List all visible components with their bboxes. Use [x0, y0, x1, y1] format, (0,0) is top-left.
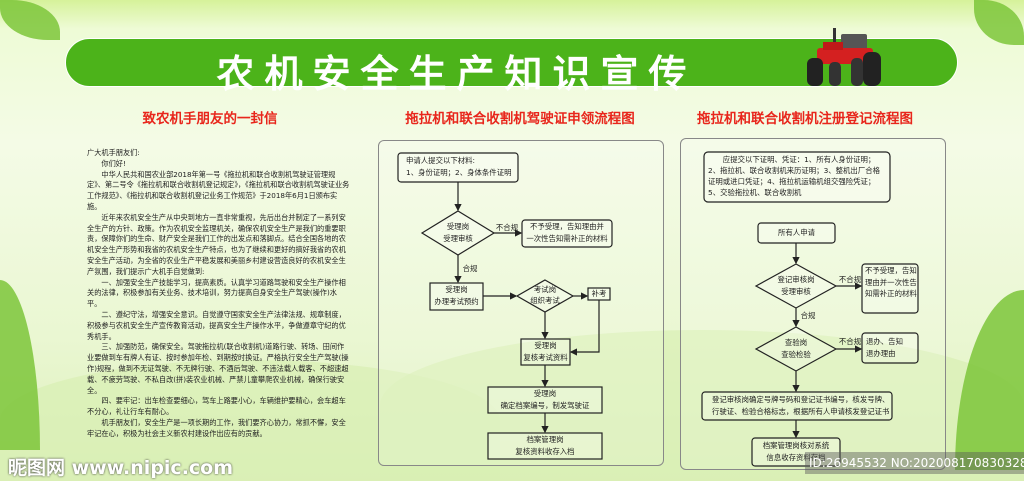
- license-submit-box: 申请人提交以下材料: 1、身份证明；2、身体条件证明: [406, 155, 516, 179]
- flow-text: 受理岗: [445, 285, 468, 294]
- register-submit-box: 应提交以下证明、凭证：1、所有人身份证明；2、拖拉机、联合收割机来历证明；3、整…: [708, 155, 881, 197]
- flow-text: 信息收存资料存档: [766, 453, 826, 462]
- flow-text: 组织考试: [530, 296, 560, 305]
- flow-text: 档案管理岗: [526, 435, 564, 444]
- register-apply-box: 所有人申请: [778, 228, 815, 237]
- letter-paragraph: 一、加强安全生产技能学习，提高素质。认真学习道路驾驶和安全生产操作相关的法律，积…: [87, 277, 346, 309]
- flow-text: 复核资料收存入档: [515, 447, 575, 456]
- license-archive-box: 档案管理岗 复核资料收存入档: [488, 434, 602, 458]
- license-flow-heading: 拖拉机和联合收割机驾驶证申领流程图: [405, 111, 635, 127]
- retake-box: 补考: [591, 289, 607, 298]
- flow-text: 退办理由: [866, 349, 896, 358]
- letter-heading: 致农机手朋友的一封信: [142, 111, 278, 127]
- license-recheck-box: 受理岗 复核考试资料: [521, 340, 570, 364]
- register-archive-box: 档案管理岗核对系统 信息收存资料存档: [752, 440, 840, 464]
- flow-text: 档案管理岗核对系统: [762, 441, 830, 450]
- flow-text: 考试岗: [533, 285, 557, 294]
- compliant-label: 合规: [800, 311, 816, 320]
- flow-text: 1、身份证明；2、身体条件证明: [406, 168, 512, 177]
- background-hill: [0, 360, 500, 481]
- flow-text: 复核考试资料: [523, 353, 568, 362]
- flow-text: 查验岗: [784, 338, 808, 347]
- register-review-diamond: 登记审核岗 受理审核: [756, 274, 836, 298]
- flow-text: 一次性告知需补正的材料: [526, 234, 608, 243]
- noncompliant-label: 不合规: [838, 275, 862, 284]
- license-appoint-box: 受理岗 办理考试预约: [430, 284, 483, 308]
- letter-salutation: 广大机手朋友们:: [87, 148, 140, 157]
- flow-text: 不予受理，告知理由并: [530, 222, 604, 231]
- register-issue-box: 登记审核岗确定号牌号码和登记证书编号，核发号牌、 行驶证、检验合格标志，根据所有…: [712, 394, 890, 418]
- register-inspect-diamond: 查验岗 查验检验: [756, 337, 836, 361]
- flow-text: 查验检验: [781, 350, 811, 359]
- compliant-label: 合规: [462, 264, 478, 273]
- flow-text: 受理岗: [533, 389, 557, 398]
- letter-greeting: 你们好!: [101, 158, 126, 168]
- letter-paragraph: 二、遵纪守法，增强安全意识。自觉遵守国家安全生产法律法规、规章制度，积极参与农机…: [87, 309, 346, 341]
- noncompliant-label: 不合规: [495, 223, 519, 232]
- register-flow-heading: 拖拉机和联合收割机注册登记流程图: [697, 111, 913, 127]
- license-issue-box: 受理岗 确定档案编号，制发驾驶证: [488, 388, 602, 412]
- flow-text: 办理考试预约: [434, 297, 479, 306]
- flow-text: 受理审核: [443, 234, 473, 243]
- flow-text: 登记审核岗确定号牌号码和登记证书编号，核发号牌、: [712, 395, 890, 404]
- noncompliant-label: 不合规: [838, 337, 862, 346]
- page-title: 农机安全生产知识宣传: [216, 52, 697, 96]
- register-return-box: 退办、告知 退办理由: [866, 336, 918, 360]
- flow-text: 登记审核岗: [777, 275, 815, 284]
- letter-paragraph: 中华人民共和国农业部2018年第一号《拖拉机和联合收割机驾驶证管理规定》、第二号…: [87, 169, 350, 211]
- license-exam-diamond: 考试岗 组织考试: [517, 284, 573, 306]
- flow-text: 受理审核: [781, 287, 811, 296]
- license-flow-panel: [378, 140, 664, 466]
- register-flow-panel: [680, 138, 946, 470]
- flow-text: 受理岗: [446, 222, 470, 231]
- watermark-site: 昵图网 www.nipic.com: [8, 457, 234, 479]
- letter-body: 广大机手朋友们: 你们好! 中华人民共和国农业部2018年第一号《拖拉机和联合收…: [87, 148, 351, 440]
- license-reject-box: 不予受理，告知理由并 一次性告知需补正的材料: [522, 221, 612, 245]
- letter-paragraph: 机手朋友们，安全生产是一项长期的工作，我们要齐心协力，常抓不懈，安全牢记在心，积…: [87, 417, 346, 438]
- letter-paragraph: 近年来农机安全生产从中央到地方一直非常重视，先后出台并制定了一系列安全生产的方针…: [87, 212, 346, 276]
- flow-text: 受理岗: [534, 341, 557, 350]
- flow-text: 申请人提交以下材料:: [406, 156, 476, 165]
- letter-paragraph: 四、要牢记：出车检查要细心，驾车上路要小心，车辆维护要精心，会车超车不分心，礼让…: [87, 396, 346, 417]
- license-review-diamond: 受理岗 受理审核: [422, 221, 494, 245]
- register-reject-box: 不予受理，告知理由并一次性告知需补正的材料: [865, 266, 917, 298]
- flow-text: 退办、告知: [866, 337, 903, 346]
- flow-text: 确定档案编号，制发驾驶证: [500, 401, 590, 410]
- letter-paragraph: 三、加强防范，确保安全。驾驶拖拉机(联合收割机)道路行驶、转场、田间作业要做到车…: [87, 342, 349, 395]
- flow-text: 行驶证、检验合格标志，根据所有人申请核发登记证书: [712, 407, 890, 416]
- tractor-icon: [807, 28, 881, 86]
- watermark-id: ID:26945532 NO:20200817083032842000: [805, 452, 1024, 474]
